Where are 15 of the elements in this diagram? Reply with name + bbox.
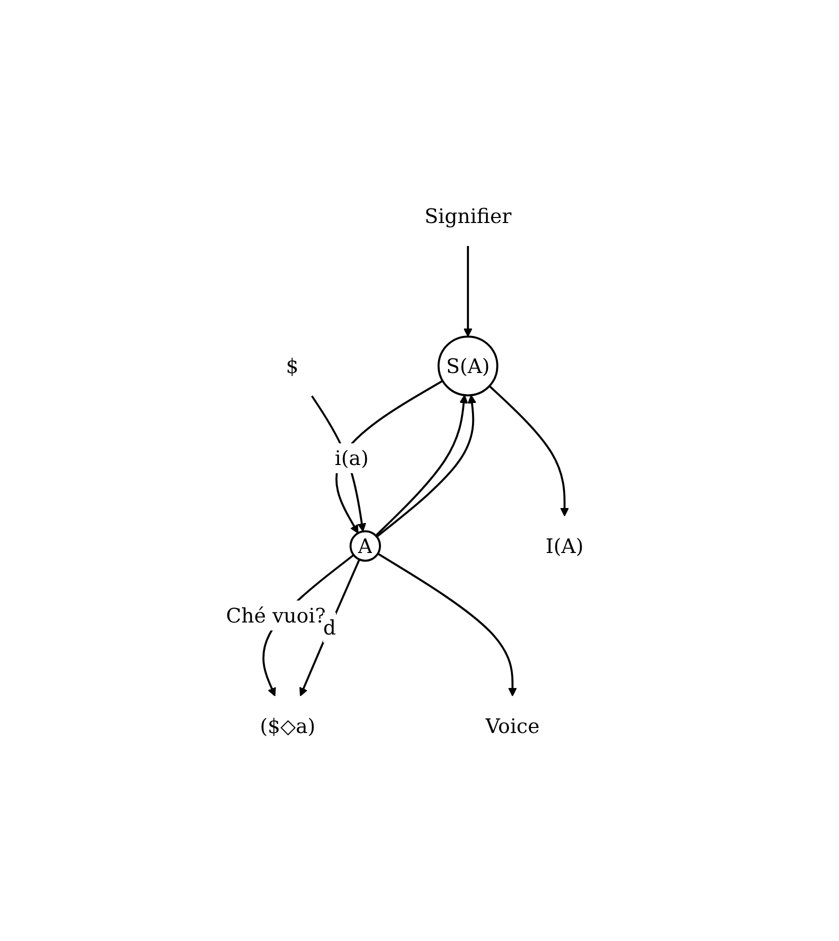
node-text: $ xyxy=(286,354,298,378)
node-text: Voice xyxy=(485,713,540,738)
arrow xyxy=(488,384,569,516)
edge-label: Ché vuoi? xyxy=(226,603,326,628)
edge-label: i(a) xyxy=(334,446,368,470)
arrow xyxy=(377,552,517,696)
edge-label: d xyxy=(322,615,336,640)
arrow xyxy=(463,246,472,337)
node-circle: A xyxy=(349,530,381,562)
arrow xyxy=(262,554,354,696)
arrow xyxy=(299,558,360,696)
node-text: ($◇a) xyxy=(260,713,316,738)
node-text: I(A) xyxy=(545,533,584,558)
node-text: Signifier xyxy=(424,204,512,228)
node-circle: S(A) xyxy=(437,335,498,396)
